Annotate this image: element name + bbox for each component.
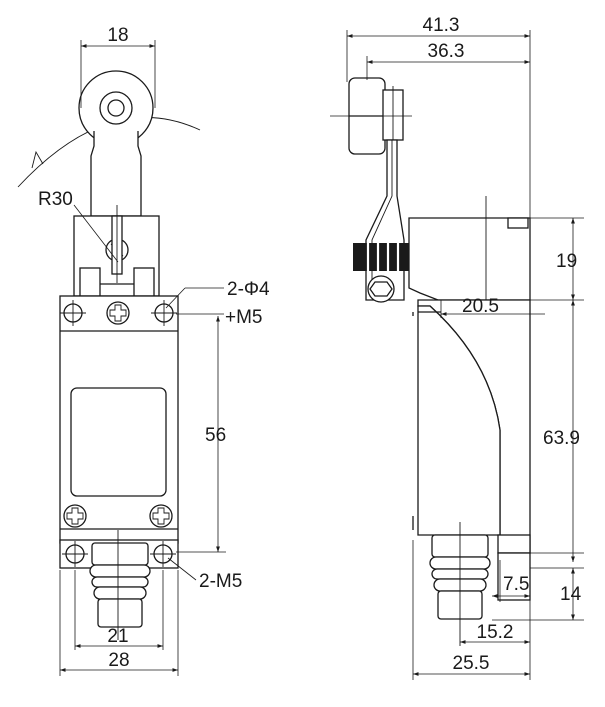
dim-text-body-height: 63.9 [543, 428, 580, 449]
lever-arm [90, 131, 142, 217]
dim-text-mount-spacing: 21 [107, 626, 128, 647]
dim-roller-width: 18 [80, 25, 156, 108]
dim-overall-depth: 41.3 [346, 15, 531, 218]
switch-body-front [59, 295, 179, 569]
dim-text-thread-top: +M5 [225, 307, 263, 328]
switch-head-side [408, 196, 531, 301]
dim-body-depth: 25.5 [412, 540, 531, 680]
dim-plunger-offset: 7.5 [492, 560, 530, 602]
dim-text-roller-width: 18 [107, 25, 128, 46]
roller-wheel [78, 70, 154, 146]
cable-boot-front [89, 530, 151, 640]
dim-bottom-height: 14 [492, 567, 584, 621]
dim-holes: 2-Φ4 [165, 279, 270, 309]
dim-text-holes: 2-Φ4 [227, 279, 270, 300]
hex-nut [367, 275, 395, 303]
dim-text-plunger-offset: 7.5 [503, 574, 529, 595]
dim-text-thread-bottom: 2-M5 [199, 571, 242, 592]
dim-text-overall-depth: 41.3 [423, 15, 460, 36]
front-view: 18 R30 2-Φ4 +M5 56 2-M5 [17, 25, 270, 676]
dim-text-head-offset: 20.5 [462, 296, 499, 317]
dim-lever-reach: 36.3 [366, 41, 530, 80]
roller-side [330, 77, 412, 155]
screw-top-center [106, 301, 130, 325]
dim-text-boot-depth: 15.2 [477, 622, 514, 643]
dim-head-height: 19 [530, 217, 584, 301]
cable-boot-side [429, 522, 491, 646]
dim-text-hole-spacing: 56 [205, 425, 226, 446]
dim-body-height: 63.9 [530, 300, 584, 562]
dim-radius: R30 [38, 189, 119, 263]
actuator-head [73, 205, 160, 297]
dim-text-lever-reach: 36.3 [428, 41, 465, 62]
dim-hole-spacing: 56 [176, 316, 226, 553]
dim-text-body-depth: 25.5 [453, 653, 490, 674]
dim-boot-depth: 15.2 [460, 600, 531, 648]
dim-text-radius: R30 [38, 189, 73, 210]
screw-bottom-left [63, 504, 87, 528]
dim-body-width: 28 [59, 570, 179, 676]
side-view: 41.3 36.3 19 20.5 63.9 [330, 15, 584, 680]
dim-thread-bottom: 2-M5 [167, 557, 242, 592]
dim-text-head-height: 19 [556, 251, 577, 272]
dim-thread-top: +M5 [176, 307, 263, 328]
dim-mount-spacing: 21 [74, 570, 164, 650]
screw-bottom-right [149, 504, 173, 528]
dim-head-offset: 20.5 [440, 296, 545, 318]
dim-text-body-width: 28 [108, 650, 129, 671]
switch-body-side [412, 299, 531, 601]
label-window [70, 387, 167, 497]
dim-text-bottom-height: 14 [560, 584, 582, 605]
lever-clamp-band [353, 243, 410, 271]
